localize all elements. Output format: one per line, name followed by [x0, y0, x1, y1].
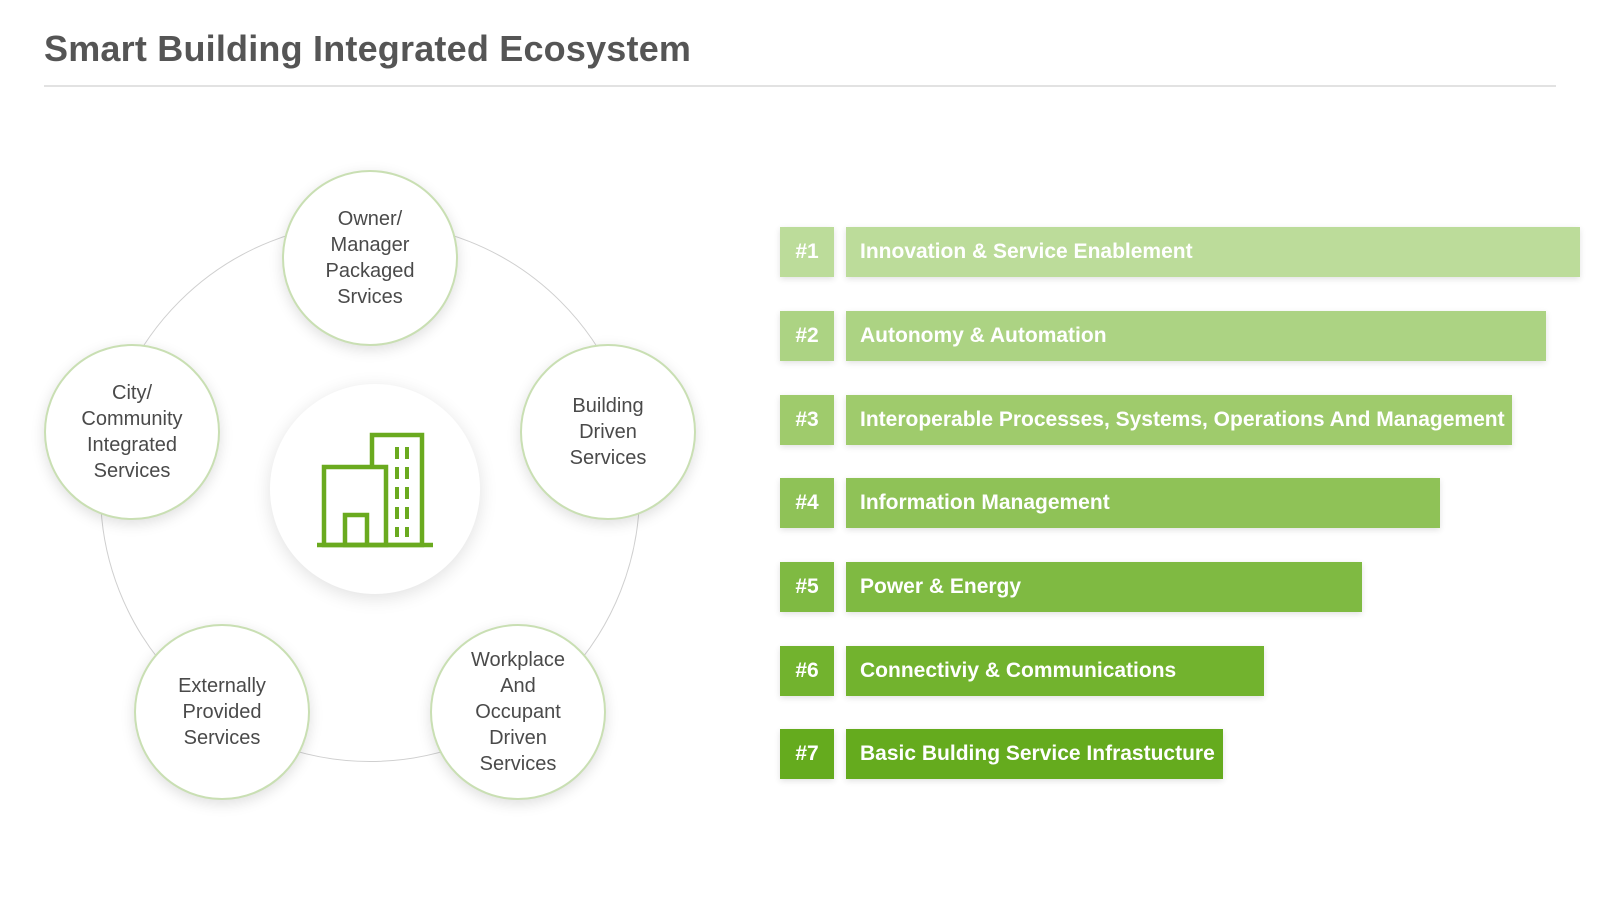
center-circle — [270, 384, 480, 594]
bar-number: #7 — [780, 729, 834, 779]
node-building-driven-services: Building Driven Services — [520, 344, 696, 520]
node-city-community-services: City/ Community Integrated Services — [44, 344, 220, 520]
bar-label: Basic Bulding Service Infrastucture — [846, 729, 1223, 779]
node-externally-provided-services: Externally Provided Services — [134, 624, 310, 800]
building-icon — [317, 432, 433, 548]
bar-row-6: #6 Connectiviy & Communications — [780, 646, 1264, 696]
node-label: Building Driven Services — [569, 395, 647, 469]
bar-label: Information Management — [846, 478, 1440, 528]
node-label: City/ Community Integrated Services — [81, 382, 183, 482]
bar-row-4: #4 Information Management — [780, 478, 1440, 528]
bar-number: #4 — [780, 478, 834, 528]
bar-label: Power & Energy — [846, 562, 1362, 612]
page-title: Smart Building Integrated Ecosystem — [44, 28, 692, 69]
bar-label: Interoperable Processes, Systems, Operat… — [846, 395, 1512, 445]
bar-label: Connectiviy & Communications — [846, 646, 1264, 696]
node-workplace-occupant-services: Workplace And Occupant Driven Services — [430, 624, 606, 800]
bar-number: #1 — [780, 227, 834, 277]
bar-row-1: #1 Innovation & Service Enablement — [780, 227, 1580, 277]
bar-row-2: #2 Autonomy & Automation — [780, 311, 1546, 361]
bar-label: Innovation & Service Enablement — [846, 227, 1580, 277]
bar-row-5: #5 Power & Energy — [780, 562, 1362, 612]
bar-row-3: #3 Interoperable Processes, Systems, Ope… — [780, 395, 1512, 445]
bar-row-7: #7 Basic Bulding Service Infrastucture — [780, 729, 1223, 779]
node-owner-manager-services: Owner/ Manager Packaged Srvices — [282, 170, 458, 346]
node-label: Workplace And Occupant Driven Services — [470, 649, 566, 775]
bar-number: #6 — [780, 646, 834, 696]
bar-number: #2 — [780, 311, 834, 361]
bar-label: Autonomy & Automation — [846, 311, 1546, 361]
node-label: Externally Provided Services — [178, 675, 266, 749]
node-label: Owner/ Manager Packaged Srvices — [325, 208, 415, 308]
bar-number: #3 — [780, 395, 834, 445]
title-divider — [44, 85, 1556, 87]
bar-number: #5 — [780, 562, 834, 612]
